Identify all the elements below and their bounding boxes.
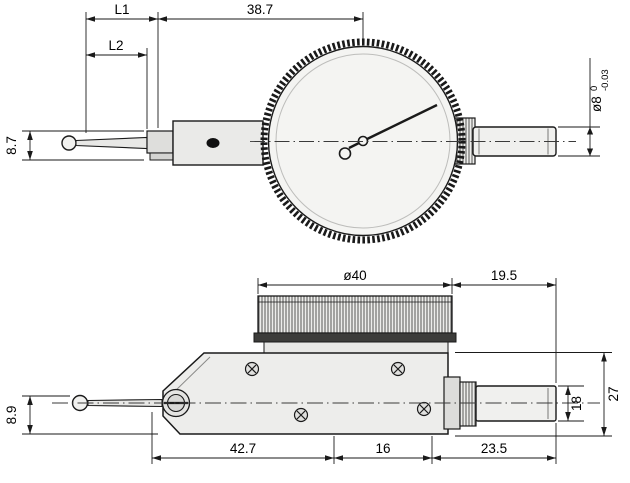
dim-label-dia8: ø8 xyxy=(589,96,604,112)
dim-label-8-7: 8.7 xyxy=(4,136,19,155)
dim-group-27: 27 xyxy=(455,352,621,437)
dim-group-bottom: 42.7 16 23.5 xyxy=(151,412,557,464)
arrowhead xyxy=(586,127,594,135)
dim-label-27: 27 xyxy=(606,386,621,401)
body-outline xyxy=(162,352,449,435)
bezel-knurl-ring xyxy=(260,38,466,244)
dim-label-dia8-tol-lower: -0.03 xyxy=(600,69,611,91)
body-screws xyxy=(244,361,432,423)
dim-label-8-9: 8.9 xyxy=(4,406,19,425)
stylus-shaft-front xyxy=(75,136,148,150)
dim-label-19-5: 19.5 xyxy=(491,268,517,283)
dim-label-42-7: 42.7 xyxy=(230,441,256,456)
bezel-knurl-band xyxy=(257,295,453,334)
dim-label-dia8-group: ø8 0 -0.03 xyxy=(589,69,611,112)
dim-group-dia8: ø8 0 -0.03 xyxy=(558,58,611,157)
dim-label-38-7: 38.7 xyxy=(247,2,273,17)
dim-label-l1: L1 xyxy=(114,2,129,17)
dim-group-8-7: 8.7 xyxy=(4,130,144,161)
spindle-knurl-ring xyxy=(459,381,477,427)
dim-label-16: 16 xyxy=(375,441,390,456)
dim-label-l2: L2 xyxy=(108,38,123,53)
body-slope-detail xyxy=(171,356,211,395)
dim-group-dia40: ø40 19.5 xyxy=(257,268,557,383)
body-shoulder xyxy=(263,341,449,354)
clamp-screw-front xyxy=(206,138,220,148)
dim-group-l2: L2 xyxy=(86,38,148,129)
screw-cross xyxy=(296,410,306,420)
screw-cross xyxy=(419,404,429,414)
screw-cross xyxy=(393,364,403,374)
dim-group-top: L1 38.7 xyxy=(85,2,364,133)
arrowhead xyxy=(586,148,594,156)
bezel-dark-flange xyxy=(253,332,457,343)
dim-label-dia40: ø40 xyxy=(343,268,366,283)
spindle-stem xyxy=(475,385,557,422)
side-view: ø40 19.5 27 18 8.9 xyxy=(4,268,621,464)
dim-label-dia8-tol-upper: 0 xyxy=(589,86,600,91)
contact-ball-front xyxy=(61,135,77,151)
dim-label-23-5: 23.5 xyxy=(481,441,507,456)
needle-hub xyxy=(357,135,369,147)
needle xyxy=(362,103,438,143)
front-view: L1 38.7 L2 8.7 ø8 0 -0.03 xyxy=(4,2,611,244)
lever-loop xyxy=(338,147,352,160)
dim-group-8-9: 8.9 xyxy=(4,395,158,435)
stylus-holder-tab xyxy=(149,152,174,161)
dial-inner-ring xyxy=(275,53,451,229)
screw-cross xyxy=(247,364,257,374)
dim-label-18: 18 xyxy=(569,396,584,411)
dim-group-18: 18 xyxy=(558,385,584,422)
stylus-shaft-side xyxy=(87,398,163,408)
stylus-holder xyxy=(146,130,174,154)
